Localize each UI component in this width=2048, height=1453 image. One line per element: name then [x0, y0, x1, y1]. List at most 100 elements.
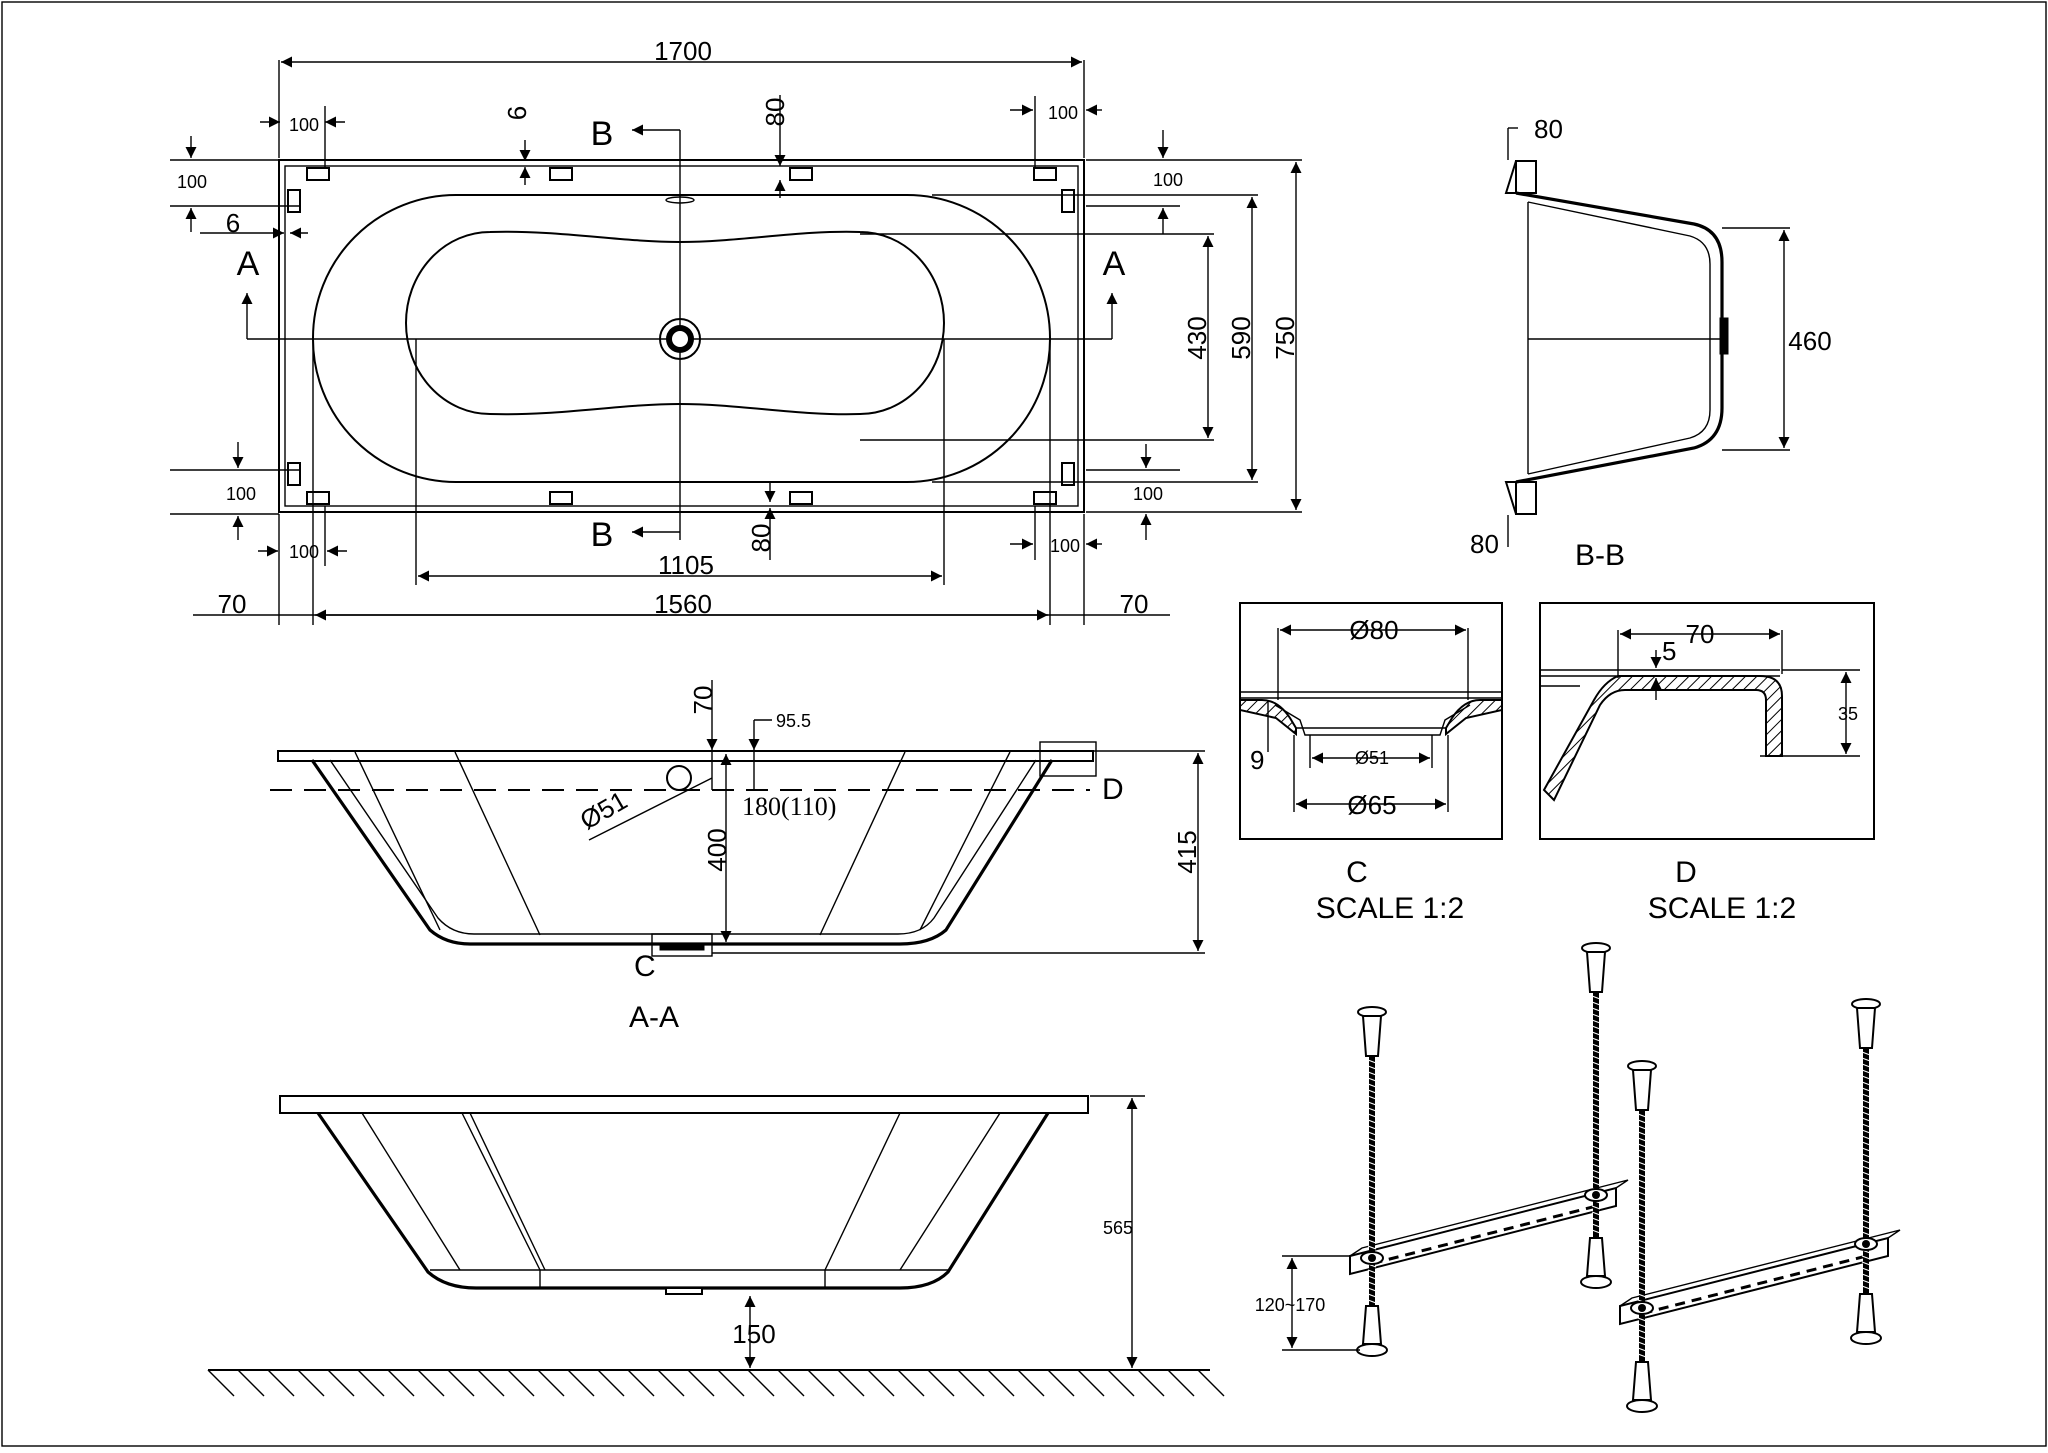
- hatch-line: [747, 1369, 775, 1397]
- slot: [1822, 1263, 1834, 1269]
- pad: [789, 167, 813, 181]
- hatch-line: [567, 1369, 595, 1397]
- detail-d-frame: [1539, 602, 1875, 840]
- floor-hatching: [207, 1369, 1225, 1397]
- slot: [1569, 1209, 1580, 1215]
- dim-100-left-bottom: 100: [226, 484, 256, 504]
- pad: [287, 462, 301, 486]
- hatch-line: [987, 1369, 1015, 1397]
- hatch-line: [447, 1369, 475, 1397]
- dim-6-top: 6: [502, 106, 532, 120]
- dim-70-left: 70: [218, 589, 247, 619]
- dim-100-right-bottom: 100: [1133, 484, 1163, 504]
- drain-hole: [672, 331, 688, 347]
- slot: [1707, 1292, 1719, 1299]
- detail-c-title: C: [1346, 856, 1368, 889]
- hatch-line: [1167, 1369, 1195, 1397]
- hatch-line: [927, 1369, 955, 1397]
- aa-dim-95-5: 95.5: [776, 711, 811, 731]
- d-profile: [1542, 675, 1783, 802]
- hatch-line: [507, 1369, 535, 1397]
- d-dim-70: 70: [1686, 619, 1715, 649]
- hatch-line: [297, 1369, 325, 1397]
- hatch-line: [1017, 1369, 1045, 1397]
- dim-100-bottom-left: 100: [289, 542, 319, 562]
- front-elevation-view: 565 150: [207, 1095, 1225, 1397]
- hatch-line: [897, 1369, 925, 1397]
- slot: [1740, 1284, 1752, 1290]
- slot: [1806, 1267, 1817, 1273]
- hatch-line: [687, 1369, 715, 1397]
- hatch-line: [1197, 1369, 1225, 1397]
- slot: [1454, 1238, 1465, 1244]
- hatch-line: [237, 1369, 265, 1397]
- pad: [549, 167, 573, 181]
- top-view-inner-rim: [284, 165, 1079, 507]
- leg-dim-120-170: 120~170: [1255, 1295, 1326, 1315]
- hatch-line: [957, 1369, 985, 1397]
- pad: [306, 167, 330, 181]
- slot: [1773, 1275, 1784, 1282]
- hatch-line: [627, 1369, 655, 1397]
- aa-outer-profile: [310, 759, 1054, 946]
- dim-1560: 1560: [654, 589, 712, 619]
- hatch-line: [417, 1369, 445, 1397]
- pad: [1033, 167, 1057, 181]
- dim-750: 750: [1270, 316, 1300, 359]
- hatch-line: [537, 1369, 565, 1397]
- pad: [1061, 462, 1075, 486]
- detail-c-frame: [1239, 602, 1503, 840]
- top-view: 1700 1560 70 70 1105 750 590 430 100: [170, 36, 1302, 625]
- c-dim-d51: Ø51: [1355, 748, 1389, 768]
- leg: [1580, 942, 1612, 1289]
- hatch-line: [387, 1369, 415, 1397]
- dim-80-top: 80: [760, 98, 790, 127]
- hatch-line: [267, 1369, 295, 1397]
- dim-100-right-top: 100: [1153, 170, 1183, 190]
- dim-100-top-right: 100: [1048, 103, 1078, 123]
- hatch-line: [207, 1369, 235, 1397]
- aa-dim-400: 400: [702, 828, 732, 871]
- detail-d-scale: SCALE 1:2: [1648, 892, 1796, 925]
- section-bb-title: B-B: [1575, 539, 1625, 572]
- slot: [1486, 1230, 1498, 1236]
- slot: [1658, 1305, 1669, 1311]
- rail-back: [1349, 1186, 1617, 1276]
- hatch-line: [657, 1369, 685, 1397]
- overflow-icon: [665, 196, 695, 204]
- bb-dim-80-bottom: 80: [1470, 529, 1499, 559]
- dim-1105: 1105: [658, 550, 714, 580]
- overflow-icon: [666, 765, 692, 791]
- slot: [1691, 1296, 1702, 1303]
- pad: [549, 491, 573, 505]
- aa-dim-d51: Ø51: [575, 785, 633, 836]
- dim-1700: 1700: [654, 36, 712, 66]
- adjustable-legs: [1356, 942, 1882, 1413]
- aa-dim-415: 415: [1172, 830, 1202, 873]
- dim-100-bottom-right: 100: [1050, 536, 1080, 556]
- bb-dim-460: 460: [1788, 326, 1831, 356]
- detail-d-view: 35 70 5 D SCALE 1:2: [1539, 602, 1875, 925]
- elevation-rim: [279, 1095, 1089, 1114]
- leg: [1626, 1060, 1658, 1413]
- hatch-line: [777, 1369, 805, 1397]
- slot: [1839, 1259, 1850, 1265]
- slot: [1421, 1246, 1432, 1253]
- rail-slots: [1372, 1204, 1867, 1315]
- aa-dim-180-110: 180(110): [742, 792, 836, 821]
- hatch-line: [327, 1369, 355, 1397]
- leg: [1850, 998, 1882, 1345]
- detail-d-marker: D: [1102, 773, 1124, 806]
- section-bb-view: 80 80 460 B-B: [1470, 114, 1832, 572]
- top-view-basin: [405, 230, 945, 416]
- hatch-line: [1107, 1369, 1135, 1397]
- d-dim-5: 5: [1662, 636, 1676, 666]
- slot: [1519, 1221, 1531, 1227]
- hatch-line: [807, 1369, 835, 1397]
- dim-590: 590: [1226, 316, 1256, 359]
- section-a-left: A: [237, 245, 260, 283]
- bb-drain-icon: [1719, 317, 1729, 355]
- slot: [1724, 1288, 1735, 1294]
- rail-front: [1619, 1236, 1889, 1326]
